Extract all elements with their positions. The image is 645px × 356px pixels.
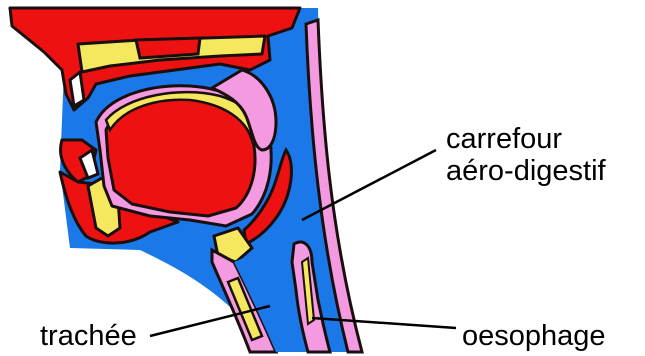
junction-label-line2: aéro-digestif <box>446 155 607 187</box>
trachea-label: trachée <box>40 320 137 352</box>
upper-tooth <box>70 72 84 106</box>
palate-tissue <box>136 38 200 58</box>
junction-label-line1: carrefour <box>446 123 562 155</box>
esophagus-label: oesophage <box>462 320 606 352</box>
